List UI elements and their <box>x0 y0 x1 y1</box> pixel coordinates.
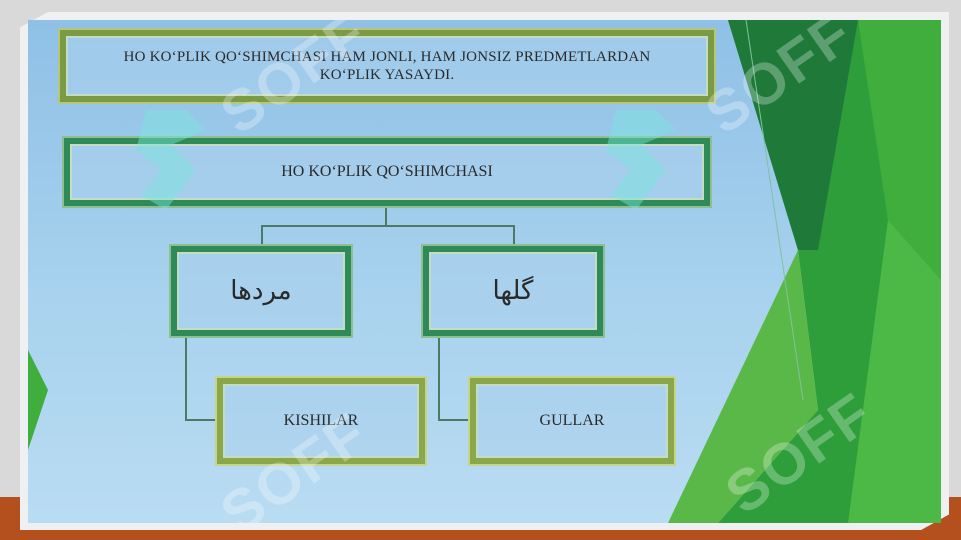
left-child-text: KISHILAR <box>283 412 359 429</box>
connector-right-down <box>513 225 515 247</box>
left-child-box: KISHILAR <box>215 376 427 466</box>
slide: HO KO‘PLIK QO‘SHIMCHASI HAM JONLI, HAM J… <box>28 20 941 523</box>
main-node-text: HO KO‘PLIK QO‘SHIMCHASI <box>281 163 493 180</box>
left-node-text: مردها <box>230 276 292 306</box>
connector-horizontal <box>261 225 514 227</box>
connector-right-child-horizontal <box>438 419 470 421</box>
connector-main-down <box>385 207 387 227</box>
right-child-text: GULLAR <box>539 412 605 429</box>
main-node-box: HO KO‘PLIK QO‘SHIMCHASI <box>62 136 712 208</box>
connector-left-child-vertical <box>185 336 187 420</box>
right-node-text: گلها <box>492 276 534 306</box>
connector-left-down <box>261 225 263 247</box>
title-text: HO KO‘PLIK QO‘SHIMCHASI HAM JONLI, HAM J… <box>123 49 651 83</box>
right-node-box: گلها <box>421 244 605 338</box>
green-decoration <box>28 20 941 523</box>
right-child-box: GULLAR <box>468 376 676 466</box>
connector-left-child-horizontal <box>185 419 219 421</box>
left-node-box: مردها <box>169 244 353 338</box>
title-box: HO KO‘PLIK QO‘SHIMCHASI HAM JONLI, HAM J… <box>58 28 716 104</box>
connector-right-child-vertical <box>438 336 440 420</box>
